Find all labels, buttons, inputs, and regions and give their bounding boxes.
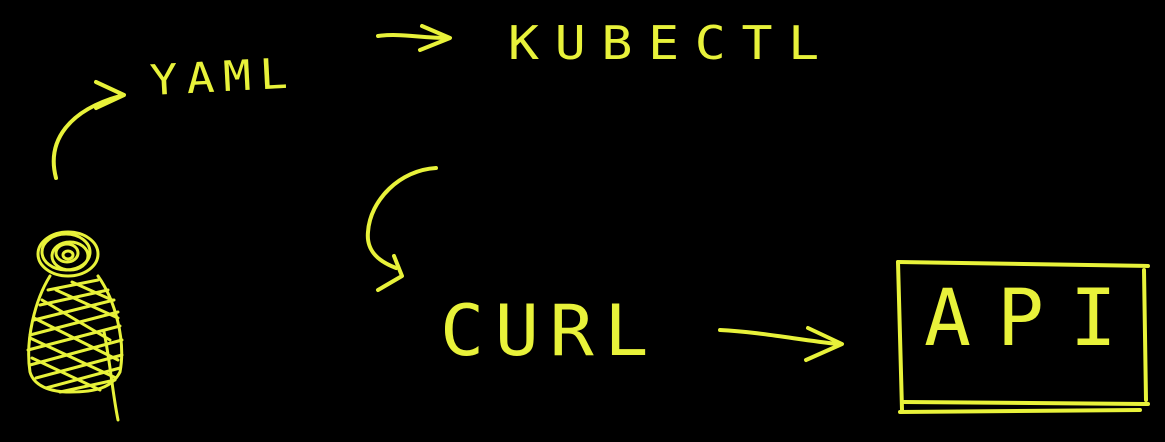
person-icon xyxy=(26,230,124,422)
curl-label: CURL xyxy=(440,290,660,372)
api-label: API xyxy=(924,274,1143,364)
person-head xyxy=(36,230,100,278)
api-box xyxy=(896,260,1150,414)
person-body xyxy=(26,274,124,422)
kubectl-label: KUBECTL xyxy=(508,16,835,70)
arrow-person-to-yaml-icon xyxy=(51,80,126,180)
yaml-label: YAML xyxy=(148,48,298,105)
arrow-yaml-to-kubectl-icon xyxy=(376,24,452,52)
arrow-to-curl-icon xyxy=(365,166,438,292)
arrow-curl-to-api-icon xyxy=(718,326,844,362)
